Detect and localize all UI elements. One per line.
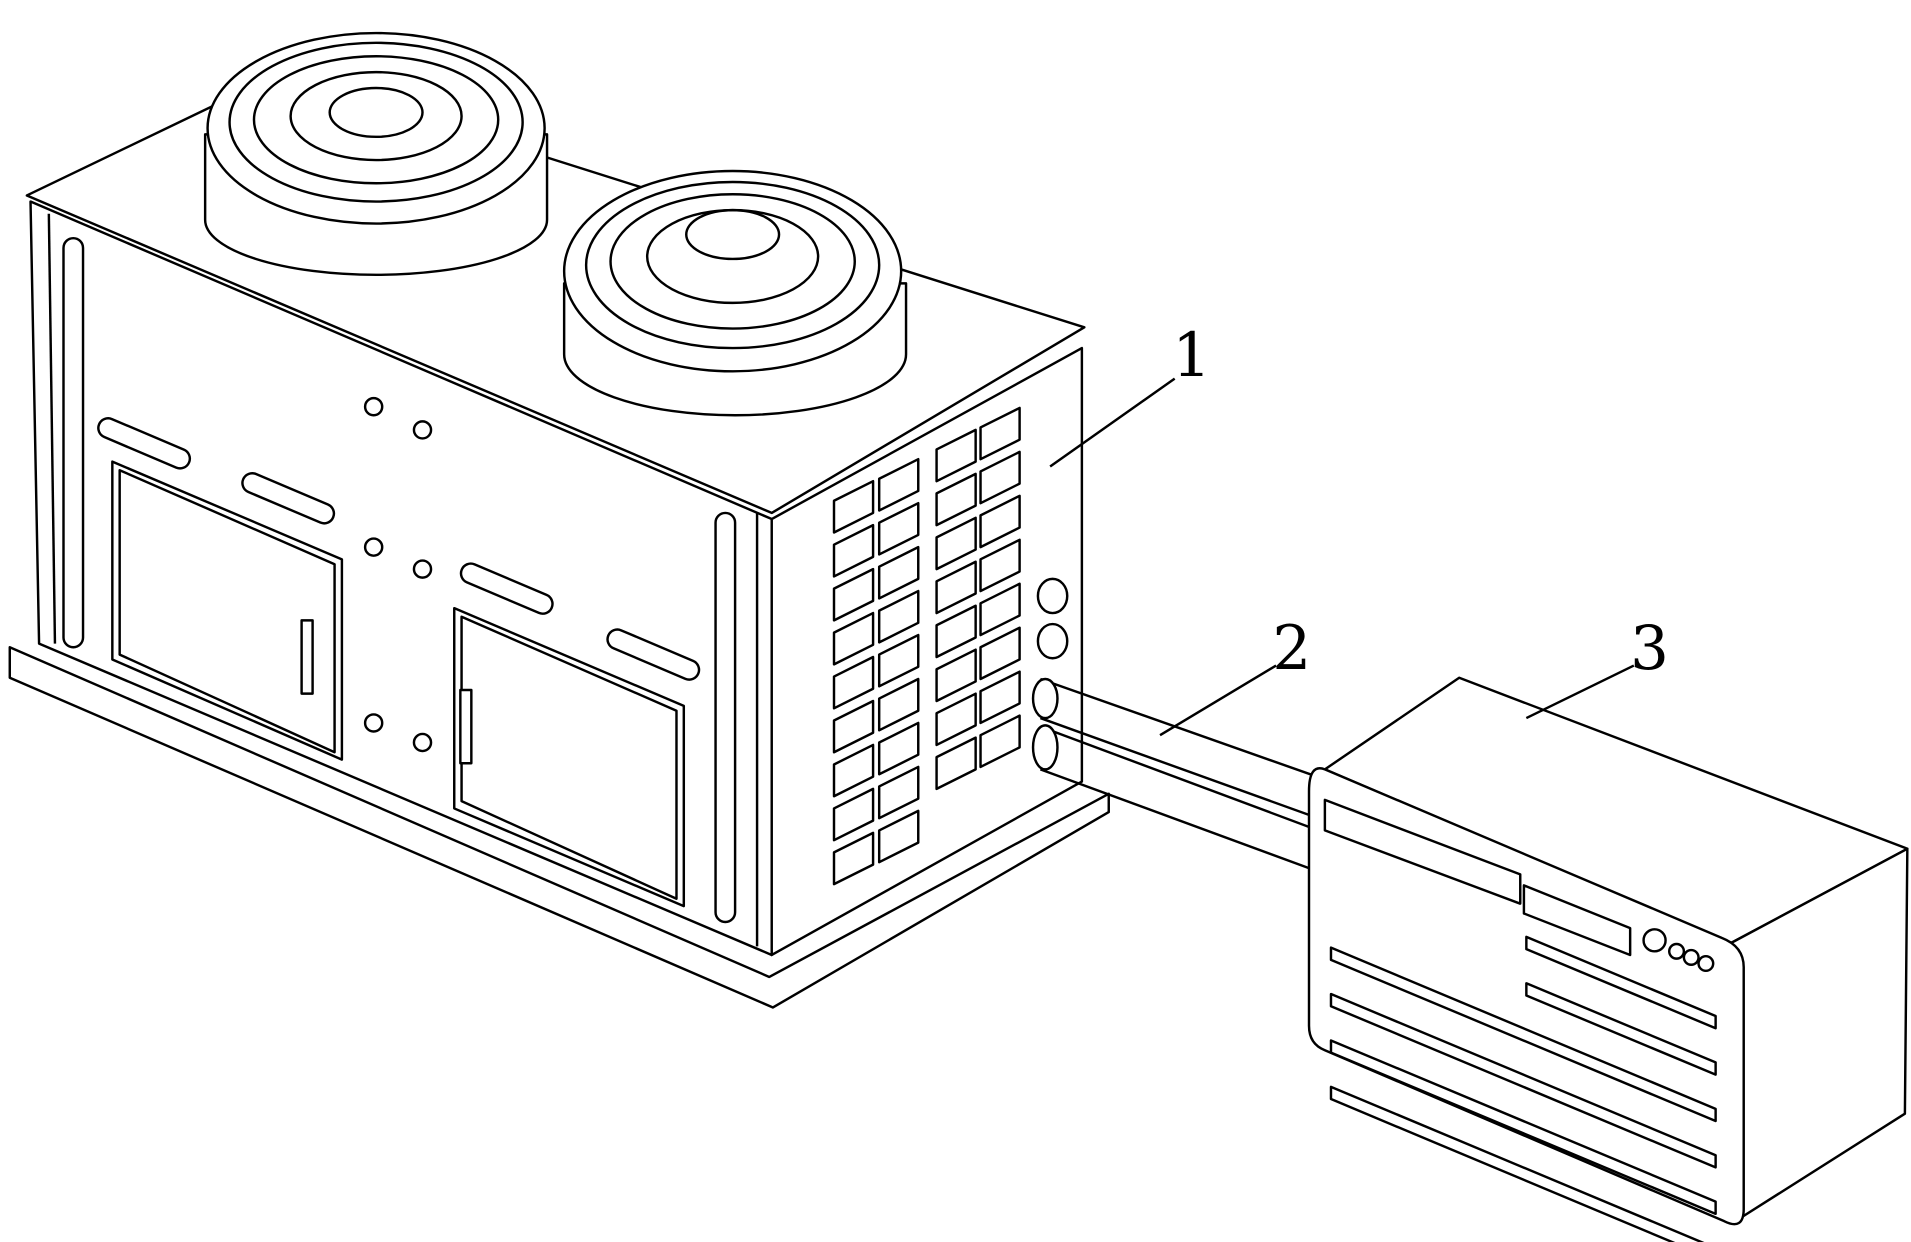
power-button[interactable] bbox=[1644, 929, 1666, 951]
control-button[interactable] bbox=[1669, 944, 1684, 959]
fan-1 bbox=[205, 33, 547, 275]
fan-2 bbox=[564, 171, 906, 415]
label-1: 1 bbox=[1172, 320, 1211, 391]
indoor-box bbox=[1309, 678, 1907, 1242]
door-handle[interactable] bbox=[460, 690, 471, 763]
control-button[interactable] bbox=[1684, 950, 1699, 965]
reference-labels: 1 2 3 bbox=[1050, 320, 1669, 735]
door-handle[interactable] bbox=[302, 620, 313, 693]
control-button[interactable] bbox=[1699, 956, 1714, 971]
outdoor-unit bbox=[10, 33, 1109, 1007]
label-3: 3 bbox=[1630, 613, 1669, 684]
label-2: 2 bbox=[1272, 613, 1311, 684]
